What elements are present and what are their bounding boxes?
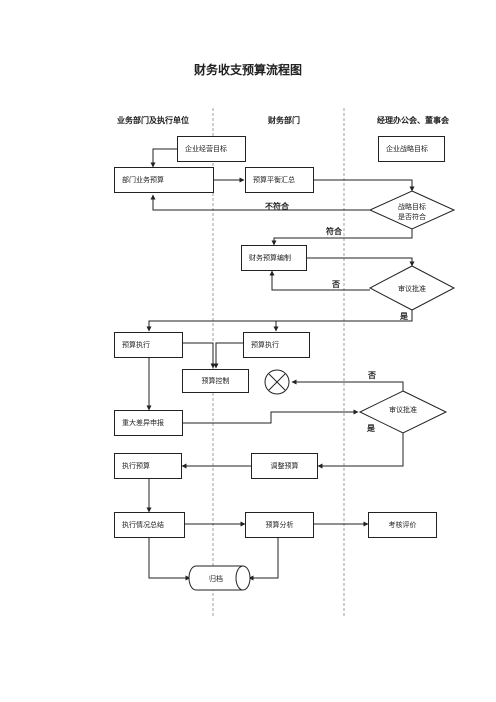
node-budget-exec-left: 预算执行 bbox=[114, 332, 183, 358]
node-budget-balance: 预算平衡汇总 bbox=[245, 167, 314, 193]
node-budget-control: 预算控制 bbox=[182, 369, 249, 393]
node-strategy-goal: 企业战略目标 bbox=[378, 136, 445, 162]
archive-cylinder-icon bbox=[188, 565, 251, 591]
label-yes-1: 是 bbox=[400, 312, 408, 321]
decision-strategy-check-label: 战略目标是否符合 bbox=[398, 203, 426, 221]
terminate-icon bbox=[264, 369, 290, 395]
node-exec-budget: 执行预算 bbox=[114, 453, 182, 479]
page-title: 财务收支预算流程图 bbox=[193, 63, 302, 77]
decision-review-approve-2-label: 审议批准 bbox=[389, 406, 417, 414]
lane-header-board: 经理办公会、董事会 bbox=[377, 116, 449, 125]
label-no-1: 否 bbox=[332, 280, 340, 289]
node-exec-summary: 执行情况总结 bbox=[114, 512, 185, 538]
label-yes-2: 是 bbox=[367, 424, 375, 433]
decision-review-approve-2 bbox=[358, 390, 448, 434]
node-budget-exec-mid: 预算执行 bbox=[243, 332, 310, 358]
decision-review-approve-1 bbox=[368, 265, 456, 311]
node-enterprise-goal: 企业经营目标 bbox=[177, 136, 246, 162]
label-not-match: 不符合 bbox=[265, 202, 289, 211]
label-match: 符合 bbox=[326, 227, 342, 236]
node-adjust-budget: 调整预算 bbox=[251, 453, 318, 479]
node-budget-compile: 财务预算编制 bbox=[241, 245, 307, 271]
node-major-variance: 重大差异申报 bbox=[114, 410, 183, 436]
lane-header-finance: 财务部门 bbox=[268, 116, 300, 125]
lane-header-business: 业务部门及执行单位 bbox=[117, 116, 189, 125]
node-dept-budget: 部门业务预算 bbox=[114, 167, 214, 193]
node-budget-analysis: 预算分析 bbox=[245, 512, 314, 538]
node-assessment: 考核评价 bbox=[368, 512, 437, 538]
label-no-2: 否 bbox=[368, 371, 376, 380]
decision-strategy-check bbox=[368, 190, 456, 230]
archive-label: 归档 bbox=[209, 575, 223, 583]
decision-review-approve-1-label: 审议批准 bbox=[398, 285, 426, 293]
